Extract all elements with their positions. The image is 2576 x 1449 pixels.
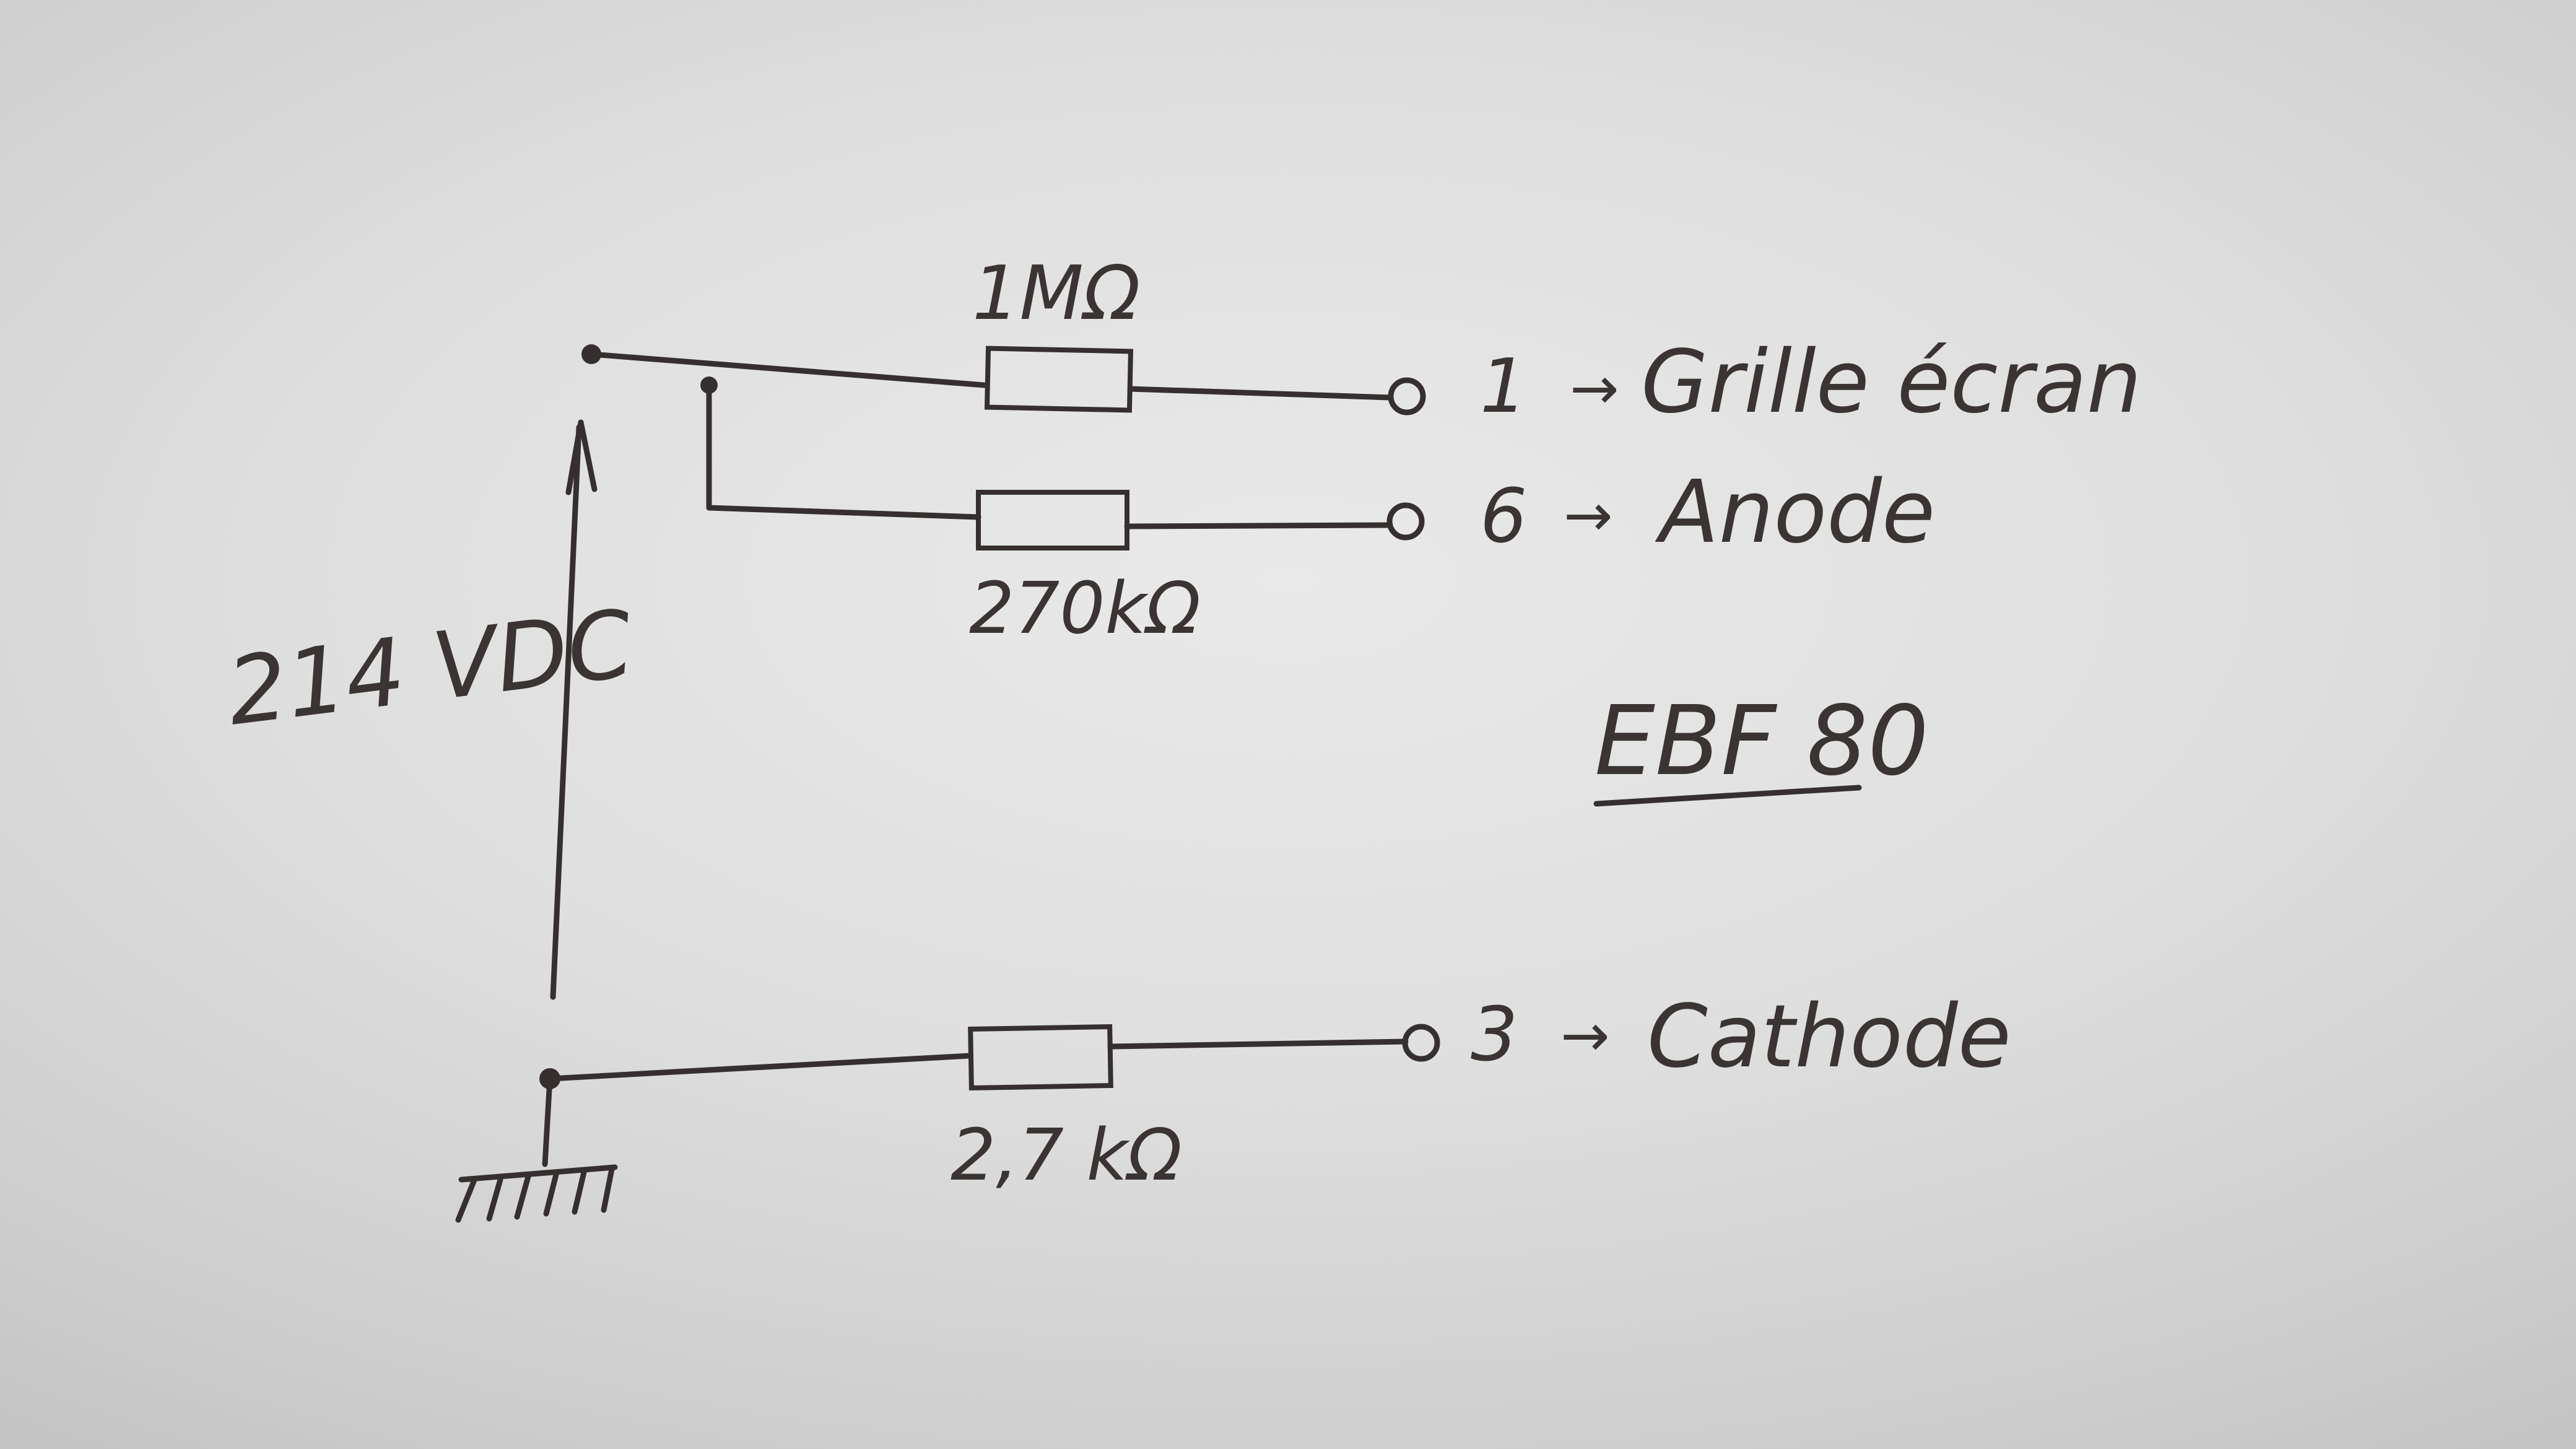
anode-terminal bbox=[1386, 502, 1425, 541]
pin-6-name: Anode bbox=[1655, 462, 1935, 563]
screen-terminal bbox=[1388, 377, 1426, 416]
resistor-270k-label: 270kΩ bbox=[969, 567, 1201, 650]
screen-lead-wire bbox=[1127, 386, 1393, 401]
cathode-lead-wire bbox=[1107, 1038, 1409, 1050]
pin-3-number: 3 bbox=[1471, 992, 1518, 1078]
resistor-1m-label: 1MΩ bbox=[972, 251, 1141, 337]
supply-voltage-label: 214 VDC bbox=[222, 590, 638, 747]
voltage-arrowhead-icon bbox=[565, 419, 598, 495]
pin-6-number: 6 bbox=[1480, 474, 1527, 560]
resistor-1m bbox=[984, 346, 1134, 413]
top-supply-node bbox=[581, 344, 601, 364]
pin-1-arrow: → bbox=[1570, 355, 1619, 423]
top-rail-wire bbox=[588, 351, 988, 388]
voltage-arrow-line bbox=[550, 424, 582, 1000]
resistor-2k7 bbox=[968, 1024, 1113, 1091]
resistor-2k7-label: 2,7 kΩ bbox=[951, 1114, 1182, 1197]
tube-name-underline bbox=[1593, 785, 1862, 807]
cathode-terminal bbox=[1402, 1024, 1440, 1062]
pin-6-arrow: → bbox=[1564, 482, 1613, 550]
pin-1-name: Grille écran bbox=[1641, 332, 2142, 433]
pin-3-arrow: → bbox=[1560, 1002, 1610, 1070]
bottom-rail-wire bbox=[547, 1053, 972, 1082]
ground-icon bbox=[455, 1076, 618, 1223]
resistor-270k bbox=[976, 490, 1129, 550]
pin-1-number: 1 bbox=[1480, 344, 1527, 430]
anode-branch-wire bbox=[706, 382, 981, 520]
tube-name-label: EBF 80 bbox=[1595, 685, 1929, 797]
anode-lead-wire bbox=[1124, 522, 1393, 529]
pin-3-name: Cathode bbox=[1647, 986, 2011, 1087]
